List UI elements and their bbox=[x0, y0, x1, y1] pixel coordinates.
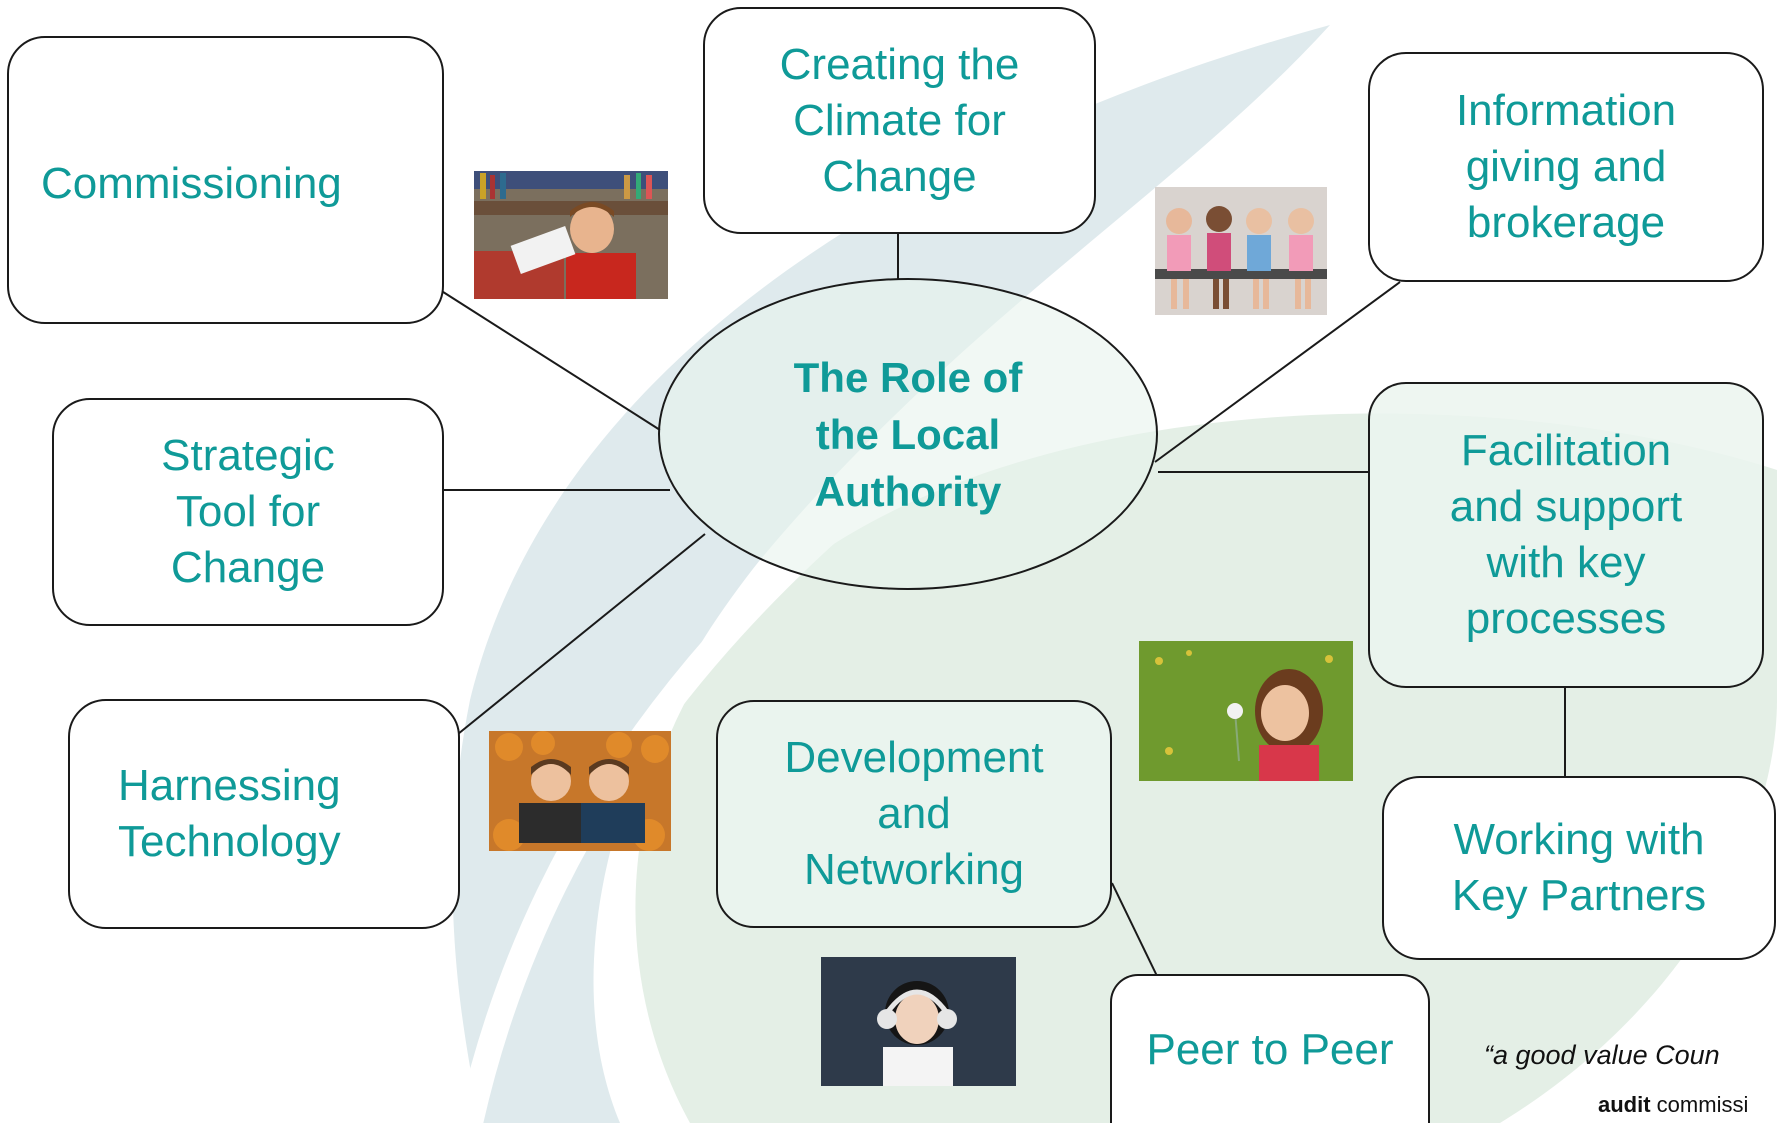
node-label: and bbox=[877, 789, 951, 838]
node-label: and support bbox=[1449, 482, 1683, 531]
center-label: Authority bbox=[814, 467, 1002, 515]
node-strategic: Strategic Tool for Change bbox=[52, 398, 444, 626]
center-label: the Local bbox=[815, 410, 1001, 458]
link-harnessing bbox=[457, 533, 706, 735]
node-label: Information bbox=[1455, 86, 1677, 135]
node-facilitation: Facilitation and support with key proces… bbox=[1368, 382, 1764, 688]
node-label: Peer to Peer bbox=[1146, 1024, 1394, 1074]
node-harnessing: Harnessing Technology bbox=[68, 699, 460, 929]
node-working: Working with Key Partners bbox=[1382, 776, 1776, 960]
node-label: giving and bbox=[1465, 142, 1667, 191]
node-label: Working with bbox=[1453, 815, 1705, 864]
node-label: Climate for bbox=[793, 95, 1006, 145]
node-label: Networking bbox=[803, 845, 1025, 894]
node-climate: Creating the Climate for Change bbox=[703, 7, 1096, 234]
node-label: Commissioning bbox=[41, 159, 342, 208]
node-label: Tool for bbox=[175, 487, 321, 536]
audit-commission-logo: audit commissi bbox=[1598, 1092, 1777, 1118]
link-information bbox=[1154, 281, 1401, 463]
brand-bold: audit bbox=[1598, 1092, 1651, 1117]
brand-rest: commissi bbox=[1650, 1092, 1749, 1117]
center-ellipse: The Role of the Local Authority bbox=[658, 278, 1158, 590]
node-peer: Peer to Peer bbox=[1110, 974, 1430, 1123]
node-label: Change bbox=[170, 543, 326, 592]
link-commissioning bbox=[439, 289, 661, 431]
leaf-shape-blue bbox=[452, 25, 1331, 1123]
photo-girl-dandelion bbox=[1139, 641, 1353, 781]
node-label: Facilitation bbox=[1460, 426, 1672, 475]
node-label: Change bbox=[822, 151, 977, 201]
node-label: Development bbox=[784, 733, 1044, 782]
node-development: Development and Networking bbox=[716, 700, 1112, 928]
node-label: Key Partners bbox=[1451, 871, 1707, 920]
node-label: Harnessing bbox=[118, 761, 341, 810]
node-label: brokerage bbox=[1466, 198, 1666, 247]
photo-boy-reading bbox=[474, 171, 668, 299]
node-information: Information giving and brokerage bbox=[1368, 52, 1764, 282]
node-commissioning: Commissioning bbox=[7, 36, 444, 324]
node-label: Strategic bbox=[161, 431, 335, 480]
node-label: Technology bbox=[118, 817, 341, 866]
photo-girls-sitting bbox=[1155, 187, 1327, 315]
link-peer bbox=[1111, 882, 1158, 977]
node-label: Creating the bbox=[779, 39, 1020, 89]
node-label: with key bbox=[1486, 538, 1646, 587]
photo-girl-headphones bbox=[821, 957, 1016, 1086]
node-label: processes bbox=[1465, 594, 1667, 643]
center-label: The Role of bbox=[793, 353, 1023, 401]
footer-quote: “a good value Coun bbox=[1484, 1040, 1720, 1070]
photo-boys-pumpkins bbox=[489, 731, 671, 851]
